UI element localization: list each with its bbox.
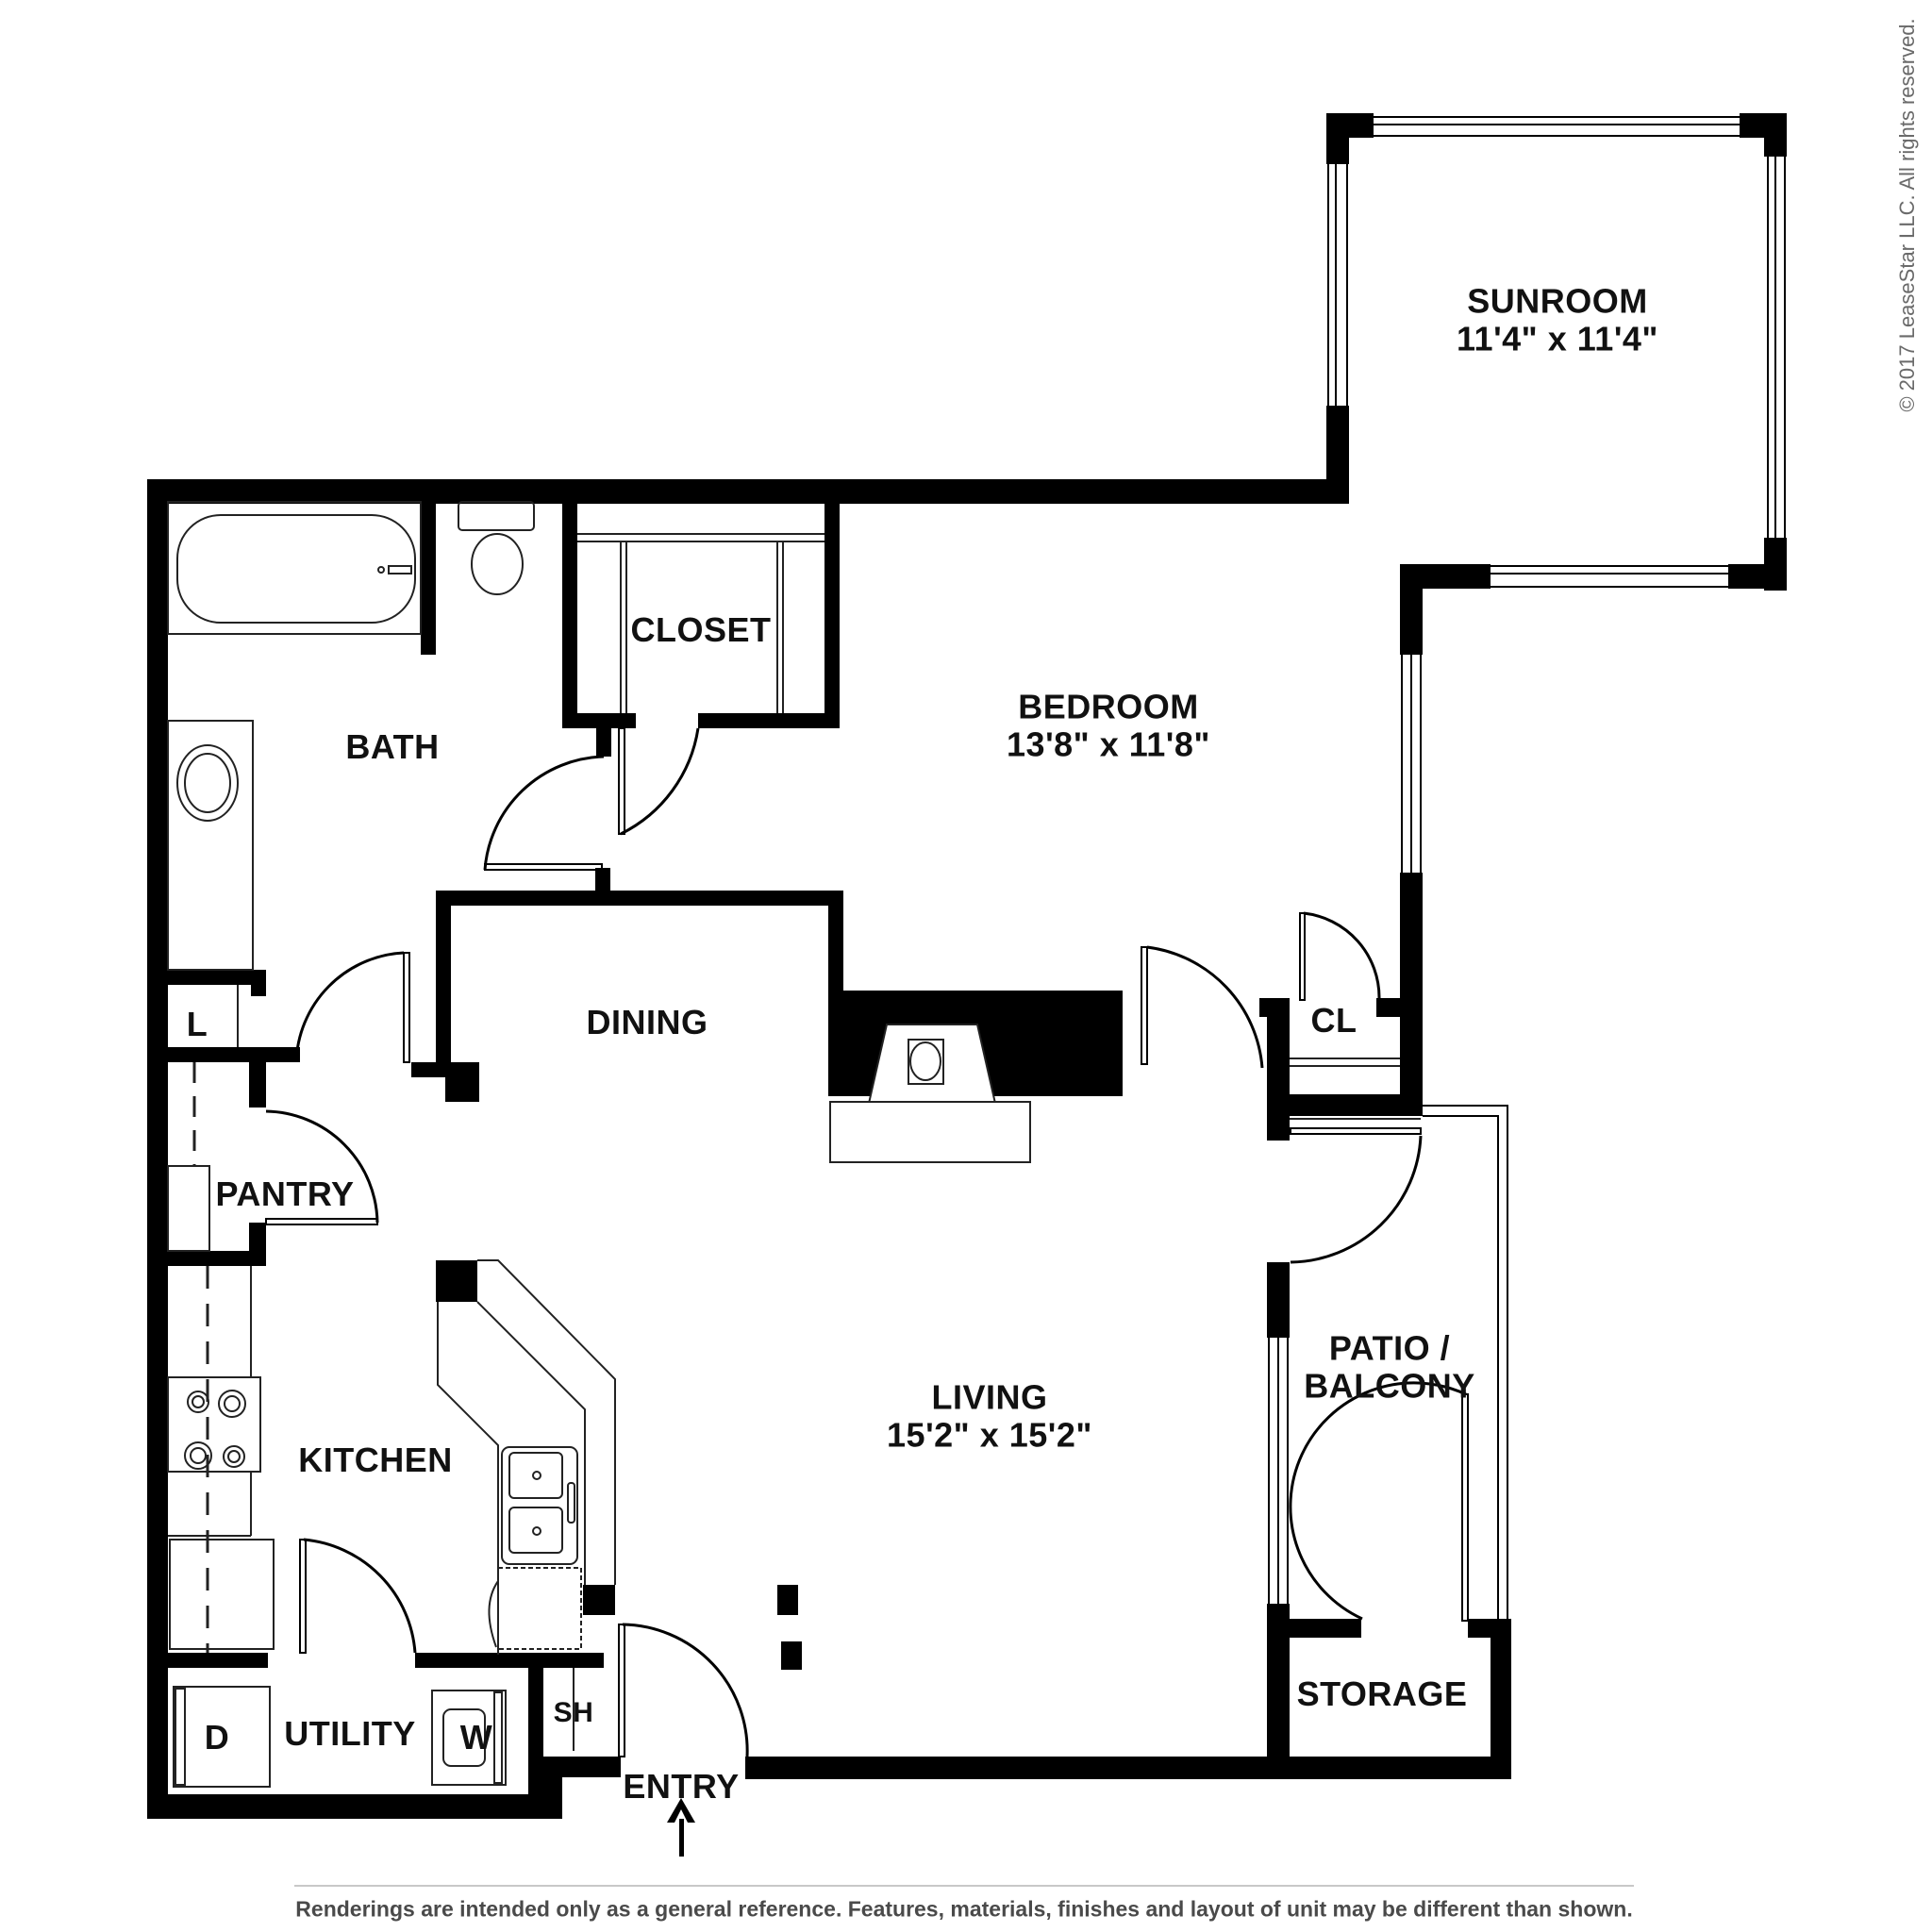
room-label-shelf: SH: [553, 1697, 594, 1729]
room-label-living: LIVING 15'2" x 15'2": [887, 1377, 1092, 1456]
disclaimer-text: Renderings are intended only as a genera…: [295, 1896, 1633, 1922]
entry-arrow-icon: [667, 1798, 695, 1857]
bedroom-name: BEDROOM: [1018, 687, 1199, 726]
windows: [1268, 116, 1786, 1621]
bedroom-dimensions: 13'8" x 11'8": [1007, 725, 1210, 764]
room-label-bath: BATH: [345, 726, 440, 766]
room-label-bedroom: BEDROOM 13'8" x 11'8": [1007, 687, 1210, 765]
room-label-linen: L: [186, 1004, 208, 1043]
room-label-utility: UTILITY: [284, 1713, 416, 1753]
washer-label: W: [459, 1717, 493, 1757]
footer-divider: [294, 1885, 1634, 1887]
room-label-closet: CLOSET: [630, 609, 772, 649]
patio-name-line2: BALCONY: [1304, 1367, 1475, 1406]
living-dimensions: 15'2" x 15'2": [887, 1416, 1092, 1455]
room-label-dining: DINING: [586, 1002, 708, 1041]
room-label-storage: STORAGE: [1296, 1674, 1468, 1713]
entry-label: ENTRY: [623, 1766, 740, 1806]
room-label-kitchen: KITCHEN: [298, 1440, 453, 1479]
room-label-patio: PATIO / BALCONY: [1304, 1328, 1475, 1407]
room-label-sunroom: SUNROOM 11'4" x 11'4": [1457, 281, 1658, 359]
copyright-notice: © 2017 LeaseStar LLC. All rights reserve…: [1895, 18, 1919, 412]
sunroom-dimensions: 11'4" x 11'4": [1457, 320, 1658, 358]
sunroom-name: SUNROOM: [1467, 281, 1648, 321]
living-name: LIVING: [931, 1377, 1048, 1417]
room-label-pantry: PANTRY: [215, 1174, 355, 1213]
dryer-label: D: [204, 1717, 230, 1757]
exterior-walls: [147, 113, 1787, 1819]
room-label-cl: CL: [1310, 1000, 1357, 1040]
patio-name-line1: PATIO /: [1328, 1328, 1451, 1368]
doors: [265, 727, 1469, 1757]
fixtures: [167, 501, 1421, 1788]
